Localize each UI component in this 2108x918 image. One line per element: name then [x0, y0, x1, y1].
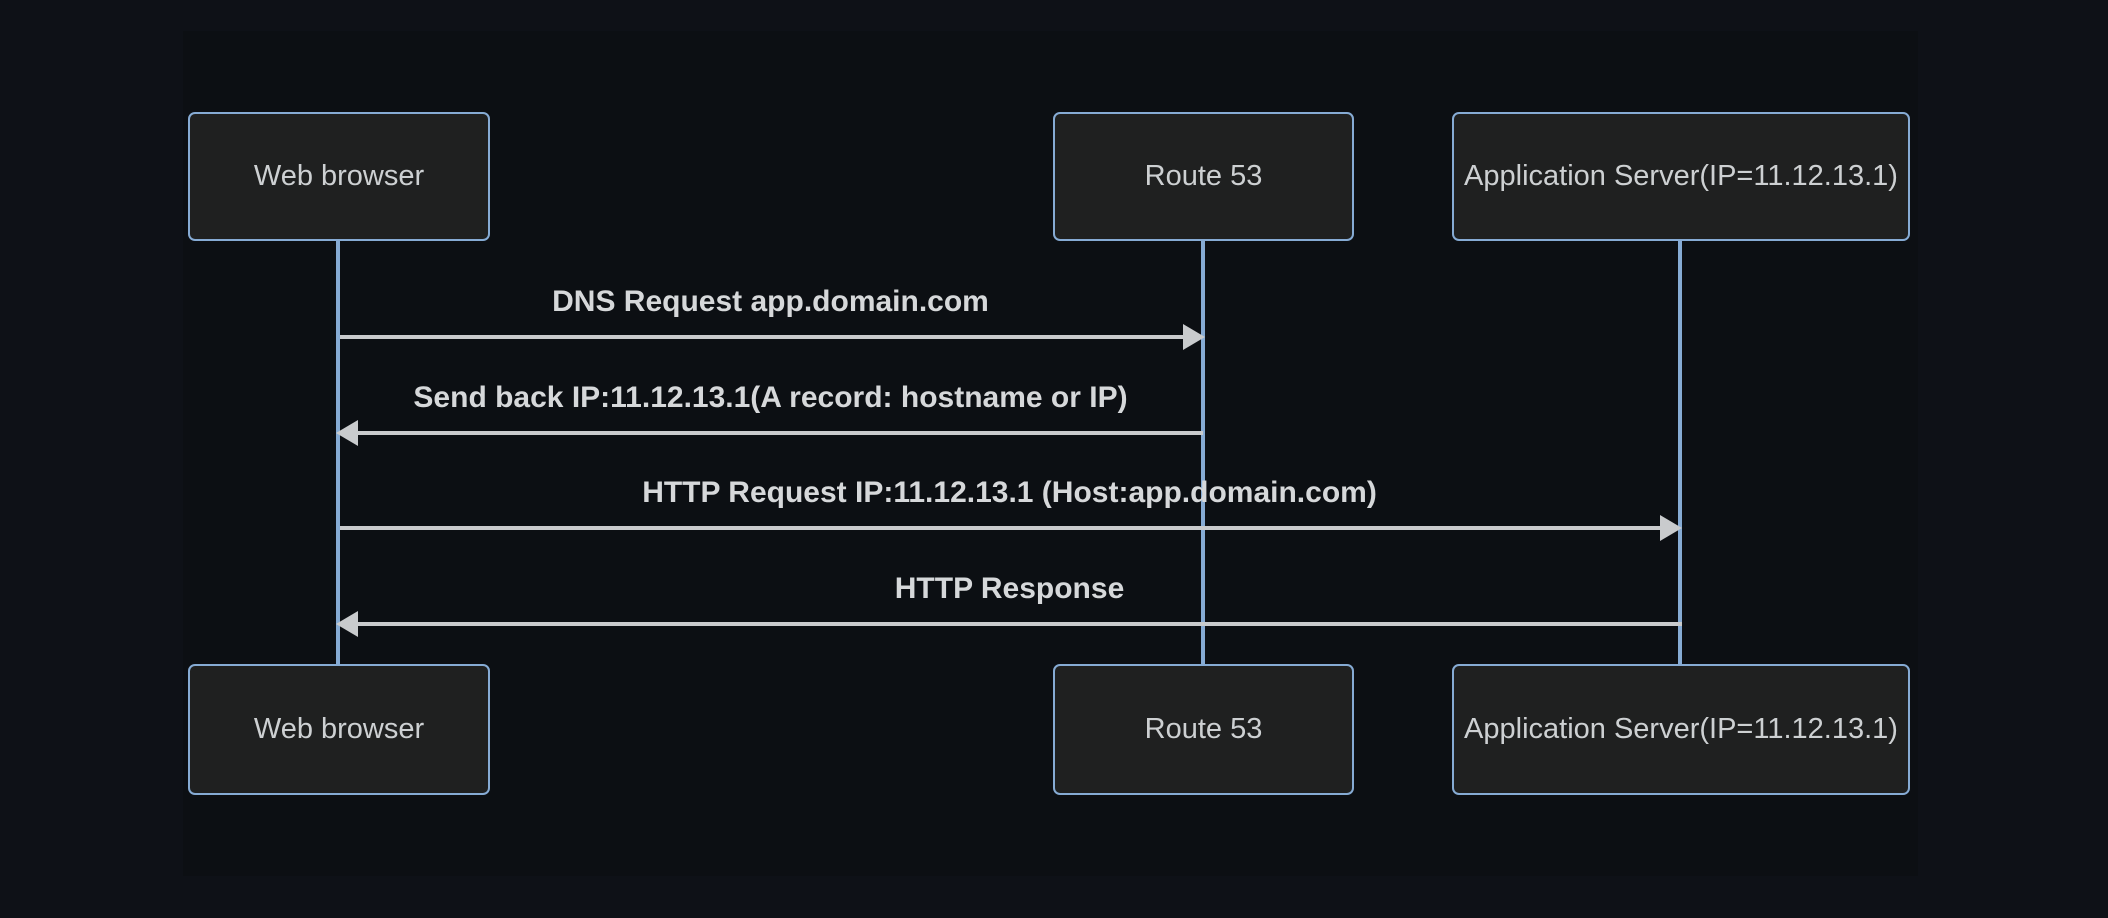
- message-line-http-response: [357, 622, 1682, 626]
- actor-label-application-server: Application Server(IP=11.12.13.1): [1464, 713, 1898, 745]
- arrowhead-left-icon: [336, 611, 358, 637]
- arrowhead-right-icon: [1183, 324, 1205, 350]
- actor-box-application-server-bottom: Application Server(IP=11.12.13.1): [1452, 664, 1910, 795]
- actor-label-web-browser: Web browser: [253, 713, 425, 745]
- actor-label-application-server: Application Server(IP=11.12.13.1): [1464, 160, 1898, 192]
- message-label-http-response: HTTP Response: [894, 572, 1125, 605]
- message-line-send-back-ip: [357, 431, 1203, 435]
- message-line-http-request: [340, 526, 1660, 530]
- actor-box-application-server-top: Application Server(IP=11.12.13.1): [1452, 112, 1910, 241]
- actor-box-web-browser-top: Web browser: [188, 112, 490, 241]
- arrowhead-left-icon: [336, 420, 358, 446]
- lifeline-application-server: [1678, 240, 1682, 666]
- actor-label-web-browser: Web browser: [253, 160, 425, 192]
- lifeline-route-53: [1201, 240, 1205, 666]
- message-line-dns-request: [340, 335, 1185, 339]
- message-label-dns-request: DNS Request app.domain.com: [552, 285, 989, 318]
- arrowhead-right-icon: [1660, 515, 1682, 541]
- actor-box-route-53-bottom: Route 53: [1053, 664, 1354, 795]
- lifeline-web-browser: [336, 240, 340, 666]
- actor-label-route-53: Route 53: [1144, 160, 1263, 192]
- actor-label-route-53: Route 53: [1144, 713, 1263, 745]
- actor-box-web-browser-bottom: Web browser: [188, 664, 490, 795]
- message-label-send-back-ip: Send back IP:11.12.13.1(A record: hostna…: [413, 381, 1128, 414]
- message-label-http-request: HTTP Request IP:11.12.13.1 (Host:app.dom…: [642, 476, 1377, 509]
- actor-box-route-53-top: Route 53: [1053, 112, 1354, 241]
